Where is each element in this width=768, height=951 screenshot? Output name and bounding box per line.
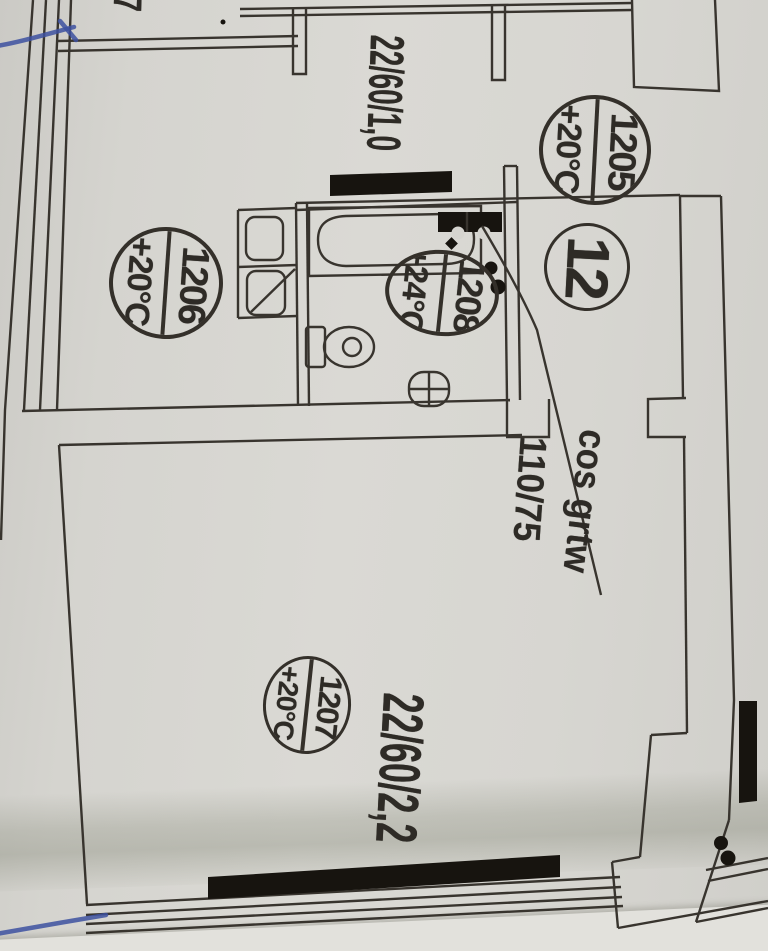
sink <box>236 206 298 320</box>
window-spec-label-top: 22/60/1,0 <box>355 34 414 152</box>
apartment-number: 12 <box>552 234 623 300</box>
floor-drain <box>407 370 451 408</box>
room-1207-walls <box>57 444 89 905</box>
radiator-top <box>330 171 452 196</box>
radiator-bottom <box>208 855 560 899</box>
shaft-box <box>630 0 721 93</box>
exterior-wall-left <box>0 0 73 541</box>
toilet <box>304 325 376 369</box>
stray-dot <box>220 19 226 25</box>
door-jamb-left <box>291 9 308 76</box>
corner-bottom-right <box>610 819 768 930</box>
leader-label-bottom: 110/75 <box>504 435 554 543</box>
wall-top-left <box>57 34 299 53</box>
window-wall-bottom <box>85 875 624 935</box>
leader-line <box>480 225 603 596</box>
pipe-riser-dots <box>484 261 736 866</box>
right-wall <box>638 194 736 858</box>
pen-mark-top <box>0 18 79 48</box>
radiator-right <box>739 701 757 803</box>
washing-machine <box>245 268 296 317</box>
pen-mark-bottom <box>0 912 109 936</box>
door-jamb-right <box>490 4 507 82</box>
wall-top <box>239 1 633 18</box>
edge-text-fragment: ,7 <box>104 0 150 13</box>
window-spec-label-bottom: 22/60/2,2 <box>363 691 436 845</box>
